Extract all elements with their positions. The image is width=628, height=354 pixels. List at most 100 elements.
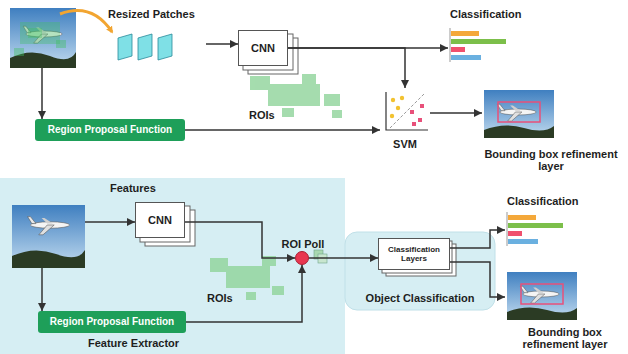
region-label: Features	[110, 182, 156, 195]
resize-arrow	[60, 11, 112, 32]
flow-arrow	[430, 112, 482, 114]
band-fill	[0, 178, 495, 354]
process-box: Classification Layers	[378, 238, 450, 270]
node-label: SVM	[393, 138, 417, 151]
output-caption: Bounding box refinement layer	[505, 270, 625, 352]
region-label: Object Classification	[366, 292, 475, 305]
flow-arrow	[309, 257, 378, 259]
step-caption: Resized Patches	[106, 8, 206, 60]
score-bars	[451, 31, 479, 36]
cnn-box: CNN	[135, 202, 185, 238]
band-fill	[0, 178, 345, 354]
node-label: Classification	[450, 8, 522, 21]
roi-squares	[246, 292, 256, 300]
input-photo	[28, 217, 70, 235]
pool-circle: ROI Poll	[295, 251, 309, 265]
svm-icon	[390, 114, 394, 118]
roi-squares	[282, 108, 294, 117]
node-label: ROIs	[249, 109, 275, 122]
node-label: CNN	[148, 214, 172, 227]
input-photo	[12, 205, 85, 268]
node-label: Classification Layers	[383, 245, 445, 263]
roi-squares	[268, 84, 320, 106]
node-label: CNN	[251, 42, 275, 55]
roi-squares	[226, 266, 270, 288]
score-bars	[451, 39, 506, 44]
score-bars	[508, 231, 522, 236]
roi-squares	[210, 74, 342, 300]
flow-arrow	[185, 222, 295, 258]
input-photo	[56, 40, 66, 48]
svm-icon	[400, 96, 404, 100]
score-bars	[507, 212, 508, 246]
node-label: Bounding box refinement layer	[507, 326, 623, 351]
resize-arrow	[60, 11, 112, 32]
region-band: FeaturesFeature ExtractorCNNROI PollROIs…	[0, 178, 345, 354]
score-bars	[508, 223, 563, 228]
input-arrow	[41, 268, 43, 311]
image-patch	[158, 34, 172, 60]
flow-arrow	[186, 265, 302, 322]
roi-squares	[210, 258, 228, 272]
image-patch	[138, 34, 152, 60]
input-arrow	[85, 221, 135, 223]
roi-patch	[314, 250, 327, 263]
roi-squares	[332, 110, 342, 118]
svm-icon	[418, 118, 422, 122]
flow-arrow	[288, 48, 405, 88]
roi-group: ROIs	[205, 255, 285, 305]
output-photo	[507, 307, 577, 320]
input-photo	[14, 48, 24, 56]
flow-arrow	[185, 129, 380, 131]
score-bars	[508, 215, 536, 220]
output-photo	[498, 102, 540, 122]
score-bars	[508, 239, 538, 244]
node-label: Region Proposal Function	[50, 316, 174, 328]
score-bars	[451, 55, 481, 60]
roi-squares	[302, 74, 316, 84]
node-label: Region Proposal Function	[48, 124, 172, 136]
roi-squares	[250, 76, 270, 90]
svm-icon	[410, 110, 414, 114]
svm-icon	[396, 106, 400, 110]
svm-icon	[391, 98, 395, 102]
svm-icon	[390, 94, 424, 128]
node-label: Bounding box refinement layer	[484, 148, 618, 173]
input-photo	[12, 205, 85, 268]
output-photo	[521, 284, 563, 304]
output-caption: Classification	[448, 8, 528, 66]
image-patch	[118, 34, 132, 60]
node-label: ROIs	[207, 292, 233, 305]
node-label: Classification	[507, 195, 579, 208]
svm-icon	[386, 92, 428, 130]
node-label: ROI Poll	[282, 238, 325, 251]
output-caption: Bounding box refinement layer	[482, 88, 620, 174]
svm-icon	[412, 122, 416, 126]
svm-node: SVM	[380, 88, 430, 152]
svm-icon	[420, 104, 424, 108]
flow-arrow	[206, 43, 238, 45]
input-photo	[12, 250, 85, 268]
roi-squares	[324, 94, 340, 106]
roi-group: ROIs	[247, 72, 345, 122]
svm-icon	[386, 92, 428, 130]
output-photo	[484, 125, 554, 138]
input-arrow	[41, 68, 43, 119]
score-bars	[450, 28, 563, 246]
output-photo	[507, 272, 577, 320]
output-photo	[484, 90, 554, 138]
output-photo	[507, 272, 577, 320]
layer-stack	[140, 34, 456, 276]
input-photo	[28, 28, 42, 38]
band-fill	[345, 232, 495, 310]
process-box: Region Proposal Function	[38, 311, 186, 333]
output-photo	[520, 286, 559, 303]
roi-squares	[272, 286, 284, 295]
output-caption: Classification	[505, 195, 585, 250]
output-photo	[497, 104, 536, 121]
input-photo	[20, 22, 60, 44]
score-bars	[451, 47, 465, 52]
input-photo	[10, 8, 76, 68]
